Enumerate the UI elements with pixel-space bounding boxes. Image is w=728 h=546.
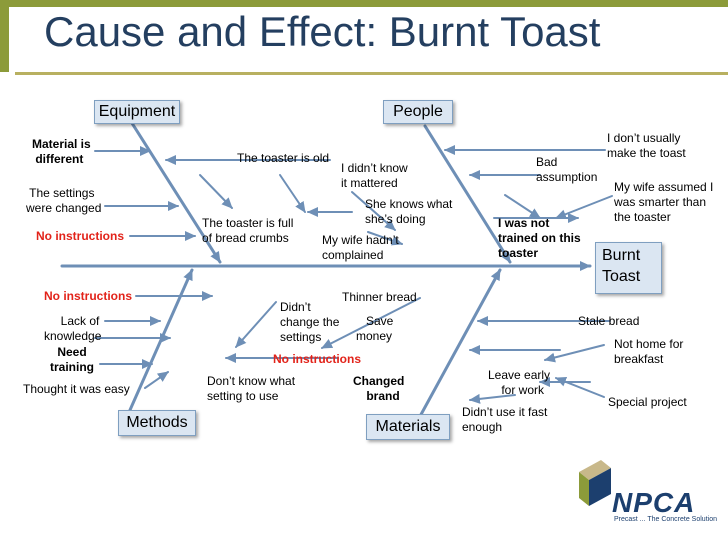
cause-material-different: Material is different — [32, 137, 91, 166]
category-methods: Methods — [118, 410, 196, 436]
top-accent-bar — [0, 0, 728, 7]
cause-bad-assumption: Bad assumption — [536, 155, 598, 184]
npca-logo-text: NPCA — [612, 487, 696, 518]
cause-didnt-use-fast: Didn’t use it fast enough — [462, 405, 548, 434]
materials-bone — [416, 268, 502, 422]
cause-save-money: Save money — [356, 314, 394, 343]
cause-not-home: Not home for breakfast — [614, 337, 684, 366]
cause-didnt-know: I didn’t know it mattered — [341, 161, 408, 190]
npca-logo-mark — [579, 460, 611, 506]
cause-leave-early: Leave early for work — [488, 368, 551, 397]
cause-thinner-bread: Thinner bread — [342, 290, 417, 304]
cause-dont-usually: I don’t usually make the toast — [607, 131, 686, 160]
npca-tagline: Precast ... The Concrete Solution — [614, 516, 717, 523]
cause-thought-easy: Thought it was easy — [23, 382, 130, 396]
cause-methods-no-instructions: No instructions — [44, 289, 133, 303]
equipment-bone — [128, 118, 222, 264]
cause-toaster-full: The toaster is full of bread crumbs — [202, 216, 294, 245]
left-accent-bar — [0, 0, 9, 72]
cause-she-knows: She knows what she’s doing — [365, 197, 453, 226]
cause-wife-not-complained: My wife hadn’t complained — [322, 233, 399, 262]
methods-bone — [128, 268, 194, 412]
people-bone — [423, 124, 512, 264]
category-people: People — [383, 100, 453, 124]
cause-not-trained: I was not trained on this toaster — [498, 216, 581, 260]
cause-stale-bread: Stale bread — [578, 314, 640, 328]
page-title: Cause and Effect: Burnt Toast — [44, 8, 601, 55]
cause-wife-assumed: My wife assumed I was smarter than the t… — [614, 180, 714, 224]
title-divider — [15, 72, 728, 75]
cause-changed-brand: Changed brand — [353, 374, 405, 403]
category-materials: Materials — [366, 414, 450, 440]
effect-burnt-toast: Burnt Toast — [595, 242, 662, 294]
cause-dont-know-setting: Don’t know what setting to use — [207, 374, 296, 403]
cause-methods-no-instructions-2: No instructions — [273, 352, 362, 366]
cause-equipment-no-instructions: No instructions — [36, 229, 125, 243]
cause-settings-changed: The settings were changed — [26, 186, 102, 215]
cause-special-project: Special project — [608, 395, 687, 409]
cause-lack-knowledge: Lack of knowledge — [44, 314, 102, 343]
category-equipment: Equipment — [94, 100, 180, 124]
cause-didnt-change-settings: Didn’t change the settings — [280, 300, 340, 344]
cause-need-training: Need training — [50, 345, 94, 374]
cause-toaster-old: The toaster is old — [237, 151, 330, 165]
